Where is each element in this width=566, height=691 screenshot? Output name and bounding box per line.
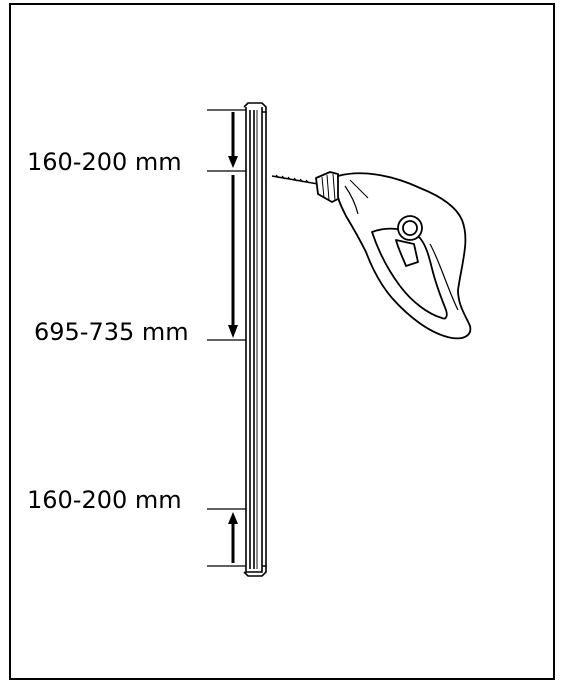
diagram-frame [9, 3, 555, 680]
dimension-label-middle: 695-735 mm [34, 318, 189, 346]
dimension-top: 160-200 mm [27, 109, 246, 176]
dimension-label-bottom: 160-200 mm [27, 486, 182, 514]
drill-icon [271, 171, 472, 340]
rail-profile-icon [243, 102, 267, 577]
dimension-bottom: 160-200 mm [27, 486, 246, 567]
dimension-label-top: 160-200 mm [27, 148, 182, 176]
dimension-middle: 695-735 mm [34, 175, 246, 346]
